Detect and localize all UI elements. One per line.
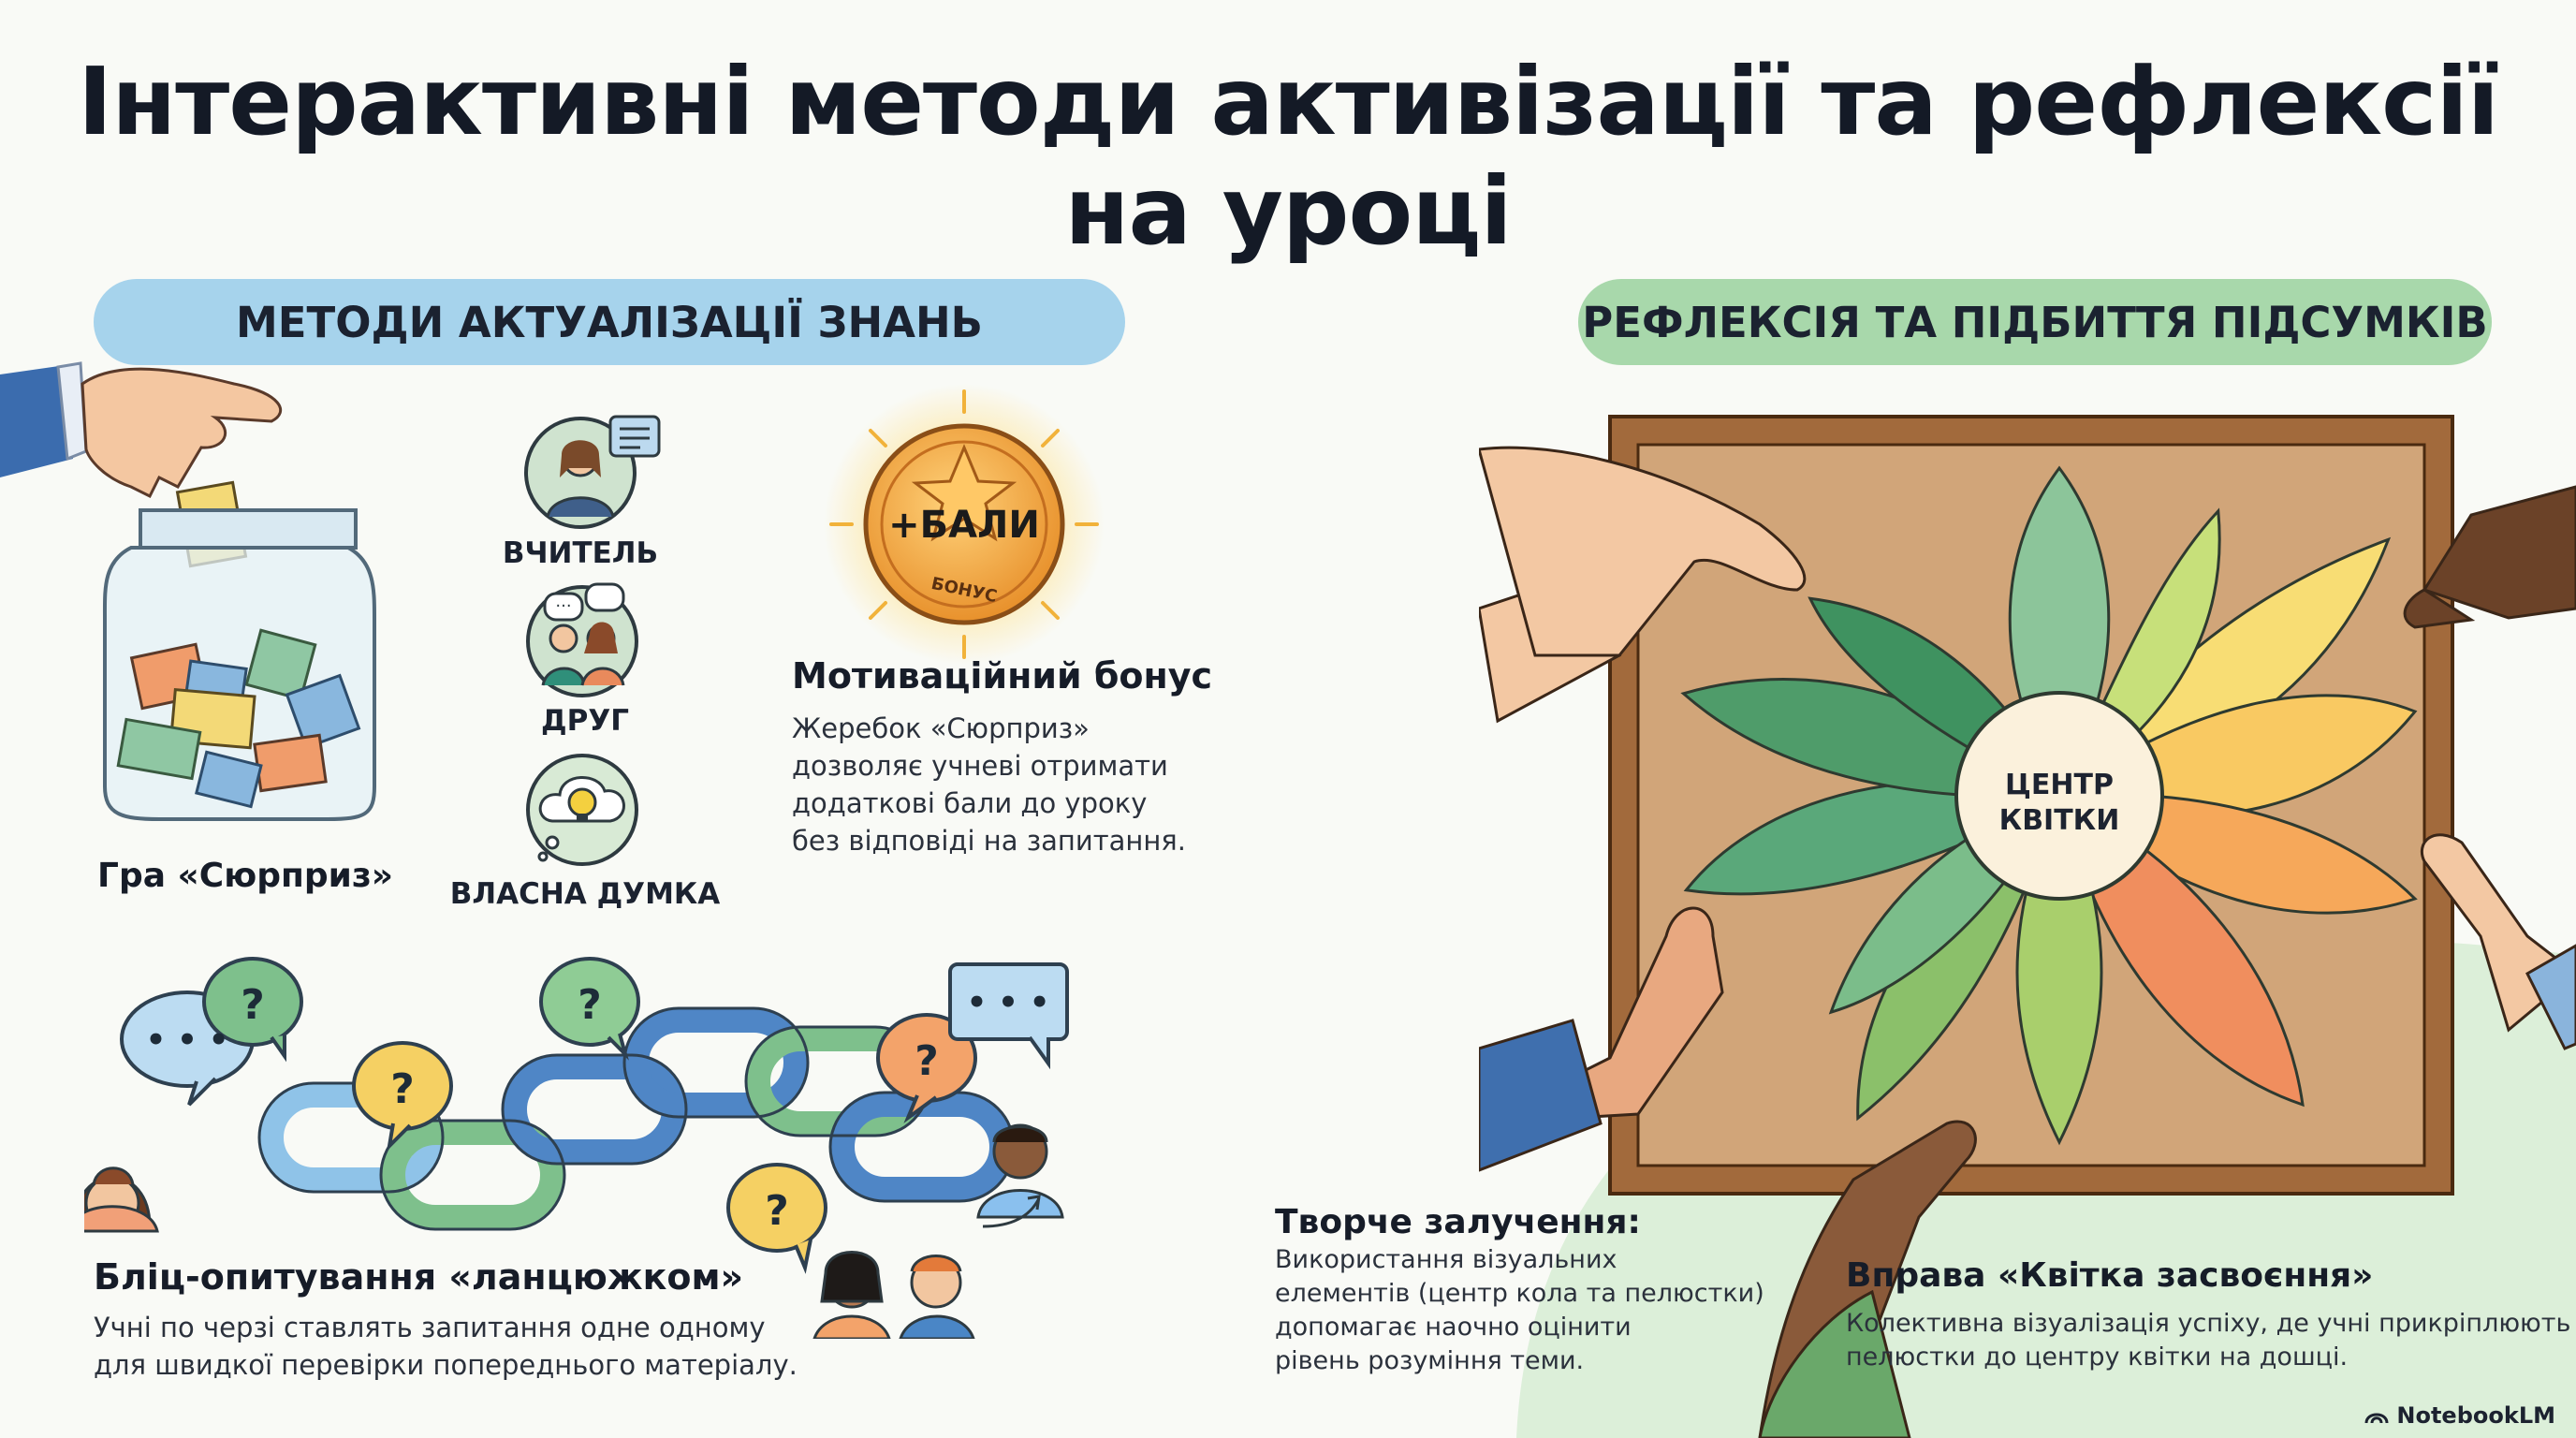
surprise-game-label: Гра «Сюрприз» <box>97 857 394 895</box>
flower-text-line: Колективна візуалізація успіху, де учні … <box>1846 1309 2571 1338</box>
bonus-text-line: без відповіді на запитання. <box>792 825 1186 857</box>
svg-text:• • •: • • • <box>146 1021 229 1059</box>
page-title: Інтерактивні методи активізації та рефле… <box>77 47 2499 266</box>
bonus-text-line: Жеребок «Сюрприз» <box>792 712 1090 744</box>
flower-center-line: КВІТКИ <box>1998 804 2120 837</box>
svg-text:?: ? <box>241 981 265 1029</box>
creative-text-line: елементів (центр кола та пелюстки) <box>1275 1279 1764 1308</box>
svg-text:• • •: • • • <box>967 984 1050 1021</box>
creative-title: Творче залучення: <box>1275 1203 1641 1241</box>
creative-description: Використання візуальних елементів (центр… <box>1275 1243 1764 1378</box>
bonus-coin-label: +БАЛИ <box>888 504 1040 547</box>
bonus-title: Мотиваційний бонус <box>792 655 1213 697</box>
flower-board-illustration <box>1479 415 2576 1438</box>
watermark-text: NotebookLM <box>2396 1402 2555 1429</box>
flower-center-label: ЦЕНТР КВІТКИ <box>1966 768 2153 839</box>
svg-text:?: ? <box>578 981 602 1029</box>
svg-text:?: ? <box>390 1065 415 1113</box>
flower-exercise-description: Колективна візуалізація успіху, де учні … <box>1846 1307 2570 1374</box>
blitz-description: Учні по черзі ставлять запитання одне од… <box>94 1309 798 1384</box>
creative-text-line: допомагає наочно оцінити <box>1275 1313 1632 1342</box>
option-teacher-label: ВЧИТЕЛЬ <box>502 536 659 570</box>
bonus-coin-illustration <box>824 384 1105 665</box>
flower-text-line: пелюстки до центру квітки на дошці. <box>1846 1343 2349 1372</box>
bonus-text-line: дозволяє учневі отримати <box>792 750 1168 782</box>
notebooklm-watermark: NotebookLM <box>2364 1402 2555 1429</box>
svg-text:?: ? <box>915 1037 939 1085</box>
notebooklm-logo-icon <box>2364 1413 2389 1424</box>
flower-exercise-title: Вправа «Квітка засвоєння» <box>1846 1256 2374 1295</box>
svg-text:?: ? <box>765 1187 789 1235</box>
option-own-opinion-label: ВЛАСНА ДУМКА <box>449 877 721 911</box>
section-header-reflection: РЕФЛЕКСІЯ ТА ПІДБИТТЯ ПІДСУМКІВ <box>1578 279 2492 365</box>
lightbulb-icon <box>526 754 638 866</box>
option-friend-label: ДРУГ <box>541 704 629 738</box>
creative-text-line: Використання візуальних <box>1275 1245 1617 1274</box>
bonus-description: Жеребок «Сюрприз» дозволяє учневі отрима… <box>792 710 1186 859</box>
blitz-title: Бліц-опитування «ланцюжком» <box>94 1256 744 1298</box>
blitz-text-line: для швидкої перевірки попереднього матер… <box>94 1349 798 1381</box>
blitz-text-line: Учні по черзі ставлять запитання одне од… <box>94 1312 766 1343</box>
bonus-text-line: додаткові бали до уроку <box>792 787 1148 819</box>
section-header-actualization: МЕТОДИ АКТУАЛІЗАЦІЇ ЗНАНЬ <box>94 279 1125 365</box>
svg-text:···: ··· <box>555 596 571 616</box>
question-chain-illustration: • • • ? ? ? ? • • • ? <box>84 957 1069 1339</box>
creative-text-line: рівень розуміння теми. <box>1275 1346 1585 1375</box>
teacher-icon <box>524 415 661 529</box>
surprise-jar-illustration <box>0 361 376 821</box>
flower-center-line: ЦЕНТР <box>2005 769 2114 801</box>
friends-icon: ··· <box>526 582 638 697</box>
